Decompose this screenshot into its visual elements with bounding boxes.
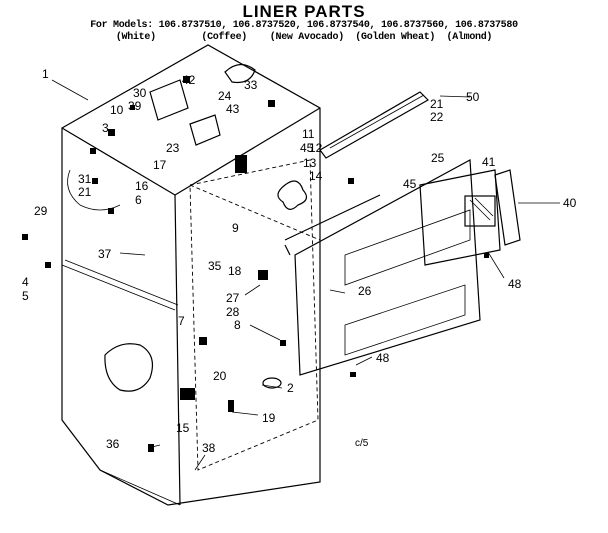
control-housing xyxy=(419,169,501,266)
callout-24: 24 xyxy=(218,89,232,103)
callout-48b: 48 xyxy=(376,351,390,365)
small-parts xyxy=(22,76,489,452)
callout-1: 1 xyxy=(42,67,49,81)
callout-4: 4 xyxy=(22,275,29,289)
callout-27: 27 xyxy=(226,291,240,305)
callout-48a: 48 xyxy=(508,277,522,291)
leader-lines xyxy=(51,79,560,471)
callout-31: 31 xyxy=(78,172,92,186)
fan-blade xyxy=(277,180,308,210)
callout-labels: 1 2 3 4 5 6 7 8 9 10 11 12 13 14 15 16 1… xyxy=(22,67,577,455)
callout-23: 23 xyxy=(166,141,180,155)
callout-16: 16 xyxy=(135,179,149,193)
shelf-panel xyxy=(284,159,481,376)
callout-43: 43 xyxy=(226,102,240,116)
callout-42: 42 xyxy=(182,73,196,87)
callout-26: 26 xyxy=(358,284,372,298)
callout-18: 18 xyxy=(228,264,242,278)
callout-6: 6 xyxy=(135,193,142,207)
callout-19: 19 xyxy=(262,411,276,425)
footer-code: c/5 xyxy=(355,438,369,449)
callout-21b: 21 xyxy=(78,185,92,199)
callout-28: 28 xyxy=(226,305,240,319)
top-trim-strip xyxy=(319,91,429,159)
callout-38: 38 xyxy=(202,441,216,455)
callout-7: 7 xyxy=(178,314,185,328)
callout-2: 2 xyxy=(287,381,294,395)
callout-33: 33 xyxy=(244,78,258,92)
callout-17: 17 xyxy=(153,158,167,172)
callout-35: 35 xyxy=(208,259,222,273)
side-trim-40 xyxy=(494,169,521,246)
callout-50: 50 xyxy=(466,90,480,104)
callout-8: 8 xyxy=(234,318,241,332)
callout-11: 11 xyxy=(302,127,315,141)
callout-14: 14 xyxy=(309,169,323,183)
callout-5: 5 xyxy=(22,289,29,303)
callout-30: 30 xyxy=(133,86,147,100)
callout-36: 36 xyxy=(106,437,120,451)
callout-29: 29 xyxy=(34,204,48,218)
callout-41: 41 xyxy=(482,155,496,169)
callout-21a: 21 xyxy=(430,97,444,111)
callout-22: 22 xyxy=(430,110,444,124)
callout-9: 9 xyxy=(232,221,239,235)
callout-12: 12 xyxy=(309,141,323,155)
callout-45b: 45 xyxy=(403,177,417,191)
callout-25: 25 xyxy=(431,151,445,165)
callout-3: 3 xyxy=(102,121,109,135)
callout-40: 40 xyxy=(563,196,577,210)
model-numbers: For Models: 106.8737510, 106.8737520, 10… xyxy=(90,20,518,31)
model-colors: (White) (Coffee) (New Avocado) (Golden W… xyxy=(115,32,493,43)
callout-39: 39 xyxy=(128,99,142,113)
page-title: LINER PARTS xyxy=(242,2,366,21)
callout-45a: 45 xyxy=(300,141,314,155)
callout-10: 10 xyxy=(110,103,124,117)
callout-15: 15 xyxy=(176,421,190,435)
callout-13: 13 xyxy=(303,156,317,170)
callout-37: 37 xyxy=(98,247,112,261)
callout-20: 20 xyxy=(213,369,227,383)
liner-cabinet xyxy=(61,44,321,506)
